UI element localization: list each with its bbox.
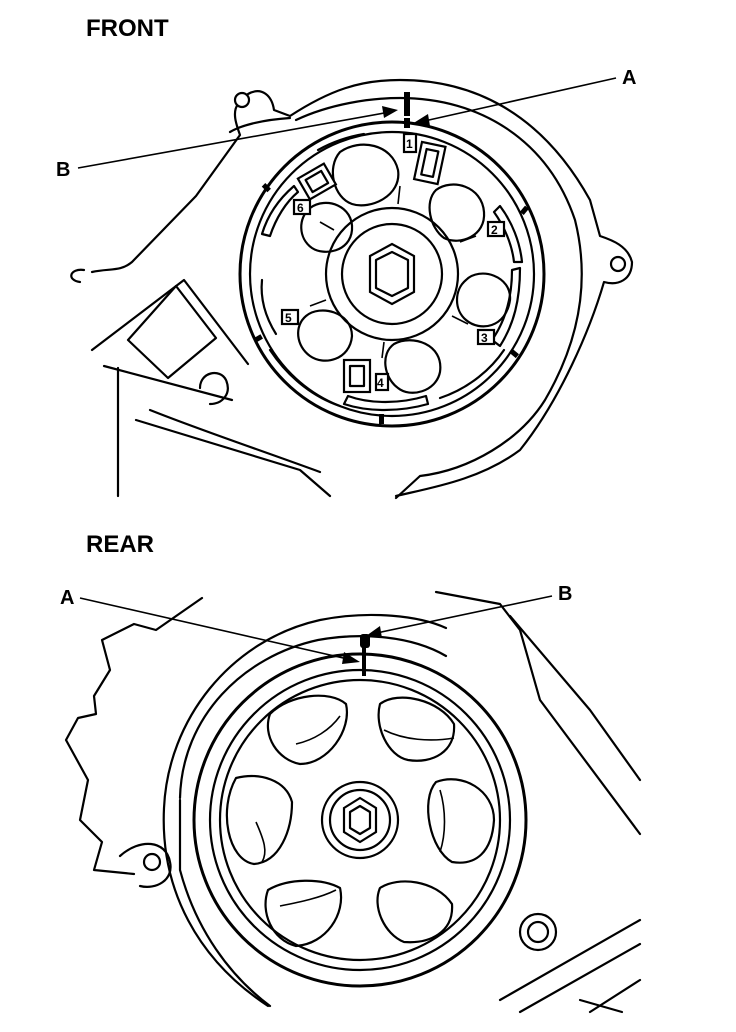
cylinder-mark-2: 2: [486, 220, 506, 238]
rear-callout-a: A: [60, 587, 360, 664]
front-label-b: B: [56, 159, 70, 181]
front-callout-a: A: [412, 67, 636, 126]
cylinder-mark-3: 3: [476, 328, 496, 346]
front-camshaft-pulley: 1 2 3 4 5 6: [238, 92, 546, 428]
svg-text:1: 1: [406, 137, 413, 151]
cylinder-mark-1: 1: [402, 132, 418, 154]
svg-text:5: 5: [285, 311, 292, 325]
svg-text:2: 2: [491, 223, 498, 237]
cylinder-mark-4: 4: [374, 372, 390, 392]
front-title: FRONT: [86, 15, 169, 42]
rear-camshaft-pulley: [162, 613, 528, 1008]
front-housing: [70, 78, 634, 500]
svg-text:4: 4: [377, 376, 384, 390]
rear-housing: [64, 590, 642, 1014]
front-callout-b: B: [56, 106, 398, 181]
rear-title: REAR: [86, 531, 154, 558]
front-label-a: A: [622, 67, 636, 89]
rear-view: REAR: [60, 531, 642, 1014]
rear-label-b: B: [558, 583, 572, 605]
cylinder-mark-5: 5: [280, 308, 300, 326]
svg-text:6: 6: [297, 201, 304, 215]
cylinder-mark-6: 6: [292, 198, 312, 216]
front-view: FRONT: [56, 15, 636, 500]
svg-text:3: 3: [481, 331, 488, 345]
rear-label-a: A: [60, 587, 74, 609]
rear-callout-b: B: [366, 583, 572, 638]
